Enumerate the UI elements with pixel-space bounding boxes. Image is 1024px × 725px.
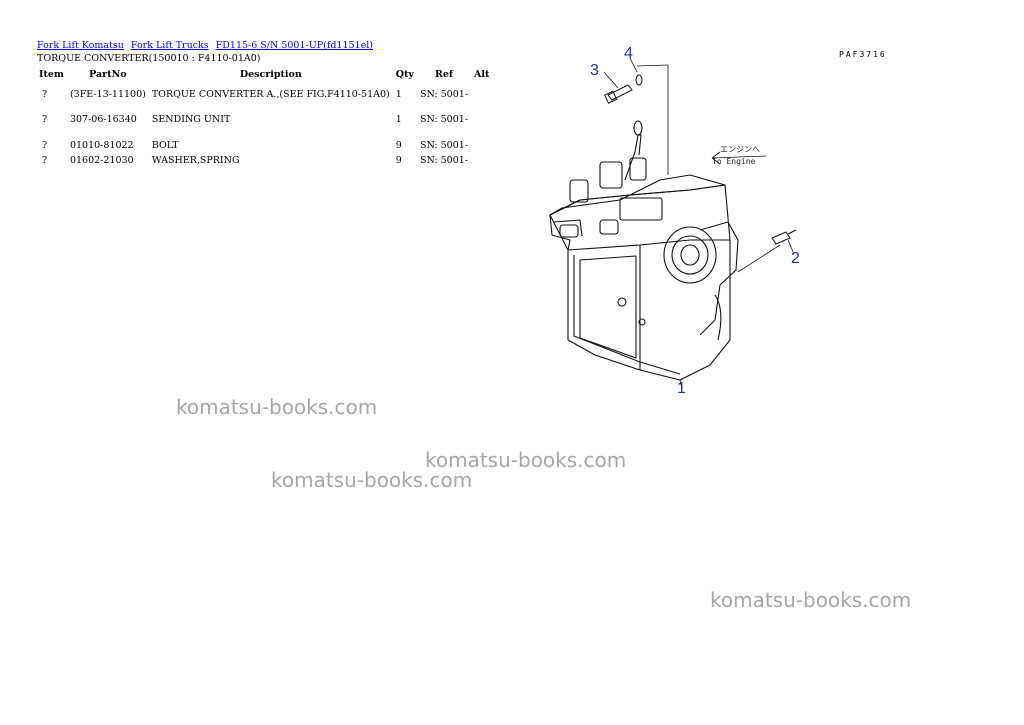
cell-description: TORQUE CONVERTER A.,(SEE FIG.F4110-51A0) <box>151 89 390 100</box>
cell-part-no: 01010-81022 <box>69 140 134 151</box>
callout-1: 1 <box>677 380 686 397</box>
torque-converter-housing <box>549 120 739 381</box>
figure-code: PAF3716 <box>839 50 887 59</box>
parts-diagram: 4 3 2 1 エンジンへ To Engine <box>549 45 800 397</box>
engine-label-en: To Engine <box>712 157 756 166</box>
cell-qty: 9 <box>395 155 402 166</box>
header-item: Item <box>39 68 64 80</box>
cell-ref: SN: 5001- <box>419 140 469 151</box>
table-row: ? 01010-81022 BOLT 9 SN: 5001- <box>36 133 492 153</box>
watermark: komatsu-books.com <box>271 468 473 492</box>
cell-item: ? <box>42 89 48 100</box>
watermark: komatsu-books.com <box>425 448 627 472</box>
cell-description: WASHER,SPRING <box>151 155 240 166</box>
table-header-row: Item PartNo Description Qty Ref Alt <box>36 65 492 81</box>
breadcrumb-link-model[interactable]: FD115-6 S/N 5001-UP(fd1151el) <box>215 40 373 51</box>
leader-lines <box>603 57 795 386</box>
callout-4: 4 <box>624 45 633 62</box>
sending-unit <box>771 229 797 245</box>
cell-item: ? <box>42 155 48 166</box>
table-row: ? 01602-21030 WASHER,SPRING 9 SN: 5001- <box>36 153 492 169</box>
breadcrumb-link-fork-lift-komatsu[interactable]: Fork Lift Komatsu <box>37 40 124 51</box>
cell-item: ? <box>42 114 48 125</box>
cell-alt <box>471 81 492 107</box>
parts-table: Item PartNo Description Qty Ref Alt ? (3… <box>36 65 492 169</box>
cell-ref: SN: 5001- <box>419 155 469 166</box>
header-alt: Alt <box>474 68 490 80</box>
header-qty: Qty <box>395 68 414 80</box>
cell-alt <box>471 107 492 133</box>
callout-2: 2 <box>791 250 800 267</box>
cell-alt <box>471 133 492 153</box>
cell-part-no: 307-06-16340 <box>69 114 137 125</box>
header-ref: Ref <box>434 68 453 80</box>
watermark: komatsu-books.com <box>710 588 912 612</box>
cell-alt <box>471 153 492 169</box>
bolt-and-washer <box>604 74 643 104</box>
engine-label-jp: エンジンへ <box>720 145 760 154</box>
header-part-no: PartNo <box>89 68 127 80</box>
header-description: Description <box>239 68 302 80</box>
table-row: ? (3FE-13-11100) TORQUE CONVERTER A.,(SE… <box>36 81 492 107</box>
callout-3: 3 <box>590 62 599 79</box>
watermark: komatsu-books.com <box>176 395 378 419</box>
breadcrumb: Fork Lift Komatsu Fork Lift Trucks FD115… <box>37 40 377 51</box>
cell-part-no: 01602-21030 <box>69 155 134 166</box>
page-title: TORQUE CONVERTER(150010 : F4110-01A0) <box>37 53 261 64</box>
cell-description: BOLT <box>151 140 179 151</box>
cell-ref: SN: 5001- <box>419 89 469 100</box>
cell-qty: 9 <box>395 140 402 151</box>
cell-part-no: (3FE-13-11100) <box>69 89 146 100</box>
cell-description: SENDING UNIT <box>151 114 231 125</box>
breadcrumb-link-fork-lift-trucks[interactable]: Fork Lift Trucks <box>130 40 209 51</box>
table-row: ? 307-06-16340 SENDING UNIT 1 SN: 5001- <box>36 107 492 133</box>
cell-item: ? <box>42 140 48 151</box>
cell-qty: 1 <box>395 114 402 125</box>
cell-ref: SN: 5001- <box>419 114 469 125</box>
cell-qty: 1 <box>395 89 402 100</box>
